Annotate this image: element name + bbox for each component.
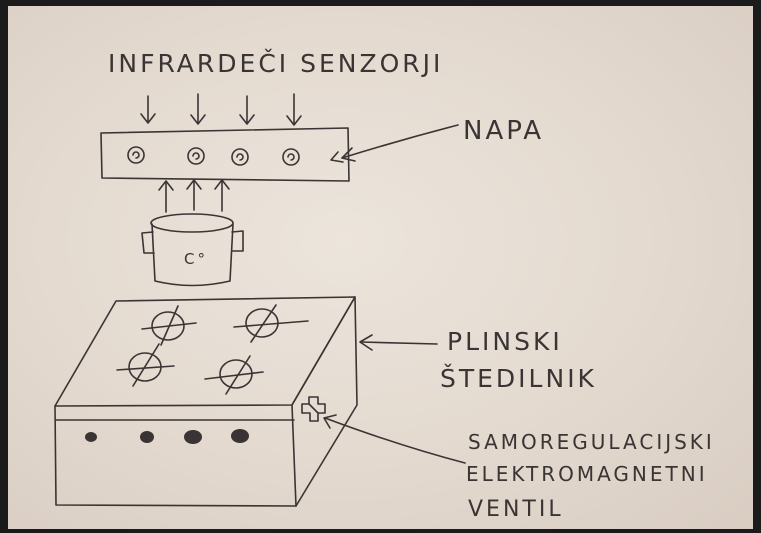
crossed-circle-icon bbox=[117, 344, 174, 386]
down-arrow-icon bbox=[240, 96, 254, 124]
hood-label: NAPA bbox=[463, 116, 544, 146]
hood-sensors bbox=[128, 147, 343, 165]
stove-side bbox=[292, 297, 357, 506]
hood-notch bbox=[331, 152, 343, 162]
valve-label-line2: ELEKTROMAGNETNI bbox=[466, 462, 708, 486]
crossed-circle-icon bbox=[205, 356, 263, 394]
sensors-label: INFRARDEČI SENZORJI bbox=[108, 48, 443, 78]
spiral-icon bbox=[232, 149, 248, 165]
valve-label-line3: VENTIL bbox=[468, 497, 564, 522]
pot-handle-right bbox=[232, 231, 243, 251]
spiral-icon bbox=[283, 149, 299, 165]
crossed-circle-icon bbox=[142, 306, 196, 345]
stove-label-line1: PLINSKI bbox=[447, 327, 563, 356]
hatched-knob-icon bbox=[231, 429, 249, 443]
down-arrow-icon bbox=[287, 94, 301, 125]
stove-pointer-arrow-icon bbox=[360, 335, 437, 350]
pot: C° bbox=[142, 214, 243, 286]
hatched-knob-icon bbox=[184, 430, 202, 444]
sensor-arrows bbox=[141, 94, 301, 125]
stove-top bbox=[55, 297, 355, 406]
valve-label-line1: SAMOREGULACIJSKI bbox=[468, 430, 715, 454]
hatched-knob-icon bbox=[85, 432, 97, 442]
hatched-knob-icon bbox=[140, 431, 154, 443]
up-arrow-icon bbox=[215, 180, 229, 211]
stove-knobs bbox=[85, 429, 249, 444]
up-arrow-icon bbox=[159, 181, 173, 212]
down-arrow-icon bbox=[191, 94, 205, 124]
valve-pointer-arrow-icon bbox=[324, 415, 465, 463]
pot-temperature-label: C° bbox=[184, 250, 208, 268]
gas-stove bbox=[55, 297, 357, 506]
stove-label-line2: ŠTEDILNIK bbox=[440, 363, 597, 393]
spiral-icon bbox=[188, 148, 204, 164]
crossed-circle-icon bbox=[234, 305, 308, 342]
hood-pointer-arrow-icon bbox=[342, 125, 458, 161]
down-arrow-icon bbox=[141, 96, 155, 123]
spiral-icon bbox=[128, 147, 144, 163]
heat-arrows bbox=[159, 180, 229, 212]
up-arrow-icon bbox=[187, 180, 201, 210]
cross-valve-icon bbox=[302, 397, 325, 421]
